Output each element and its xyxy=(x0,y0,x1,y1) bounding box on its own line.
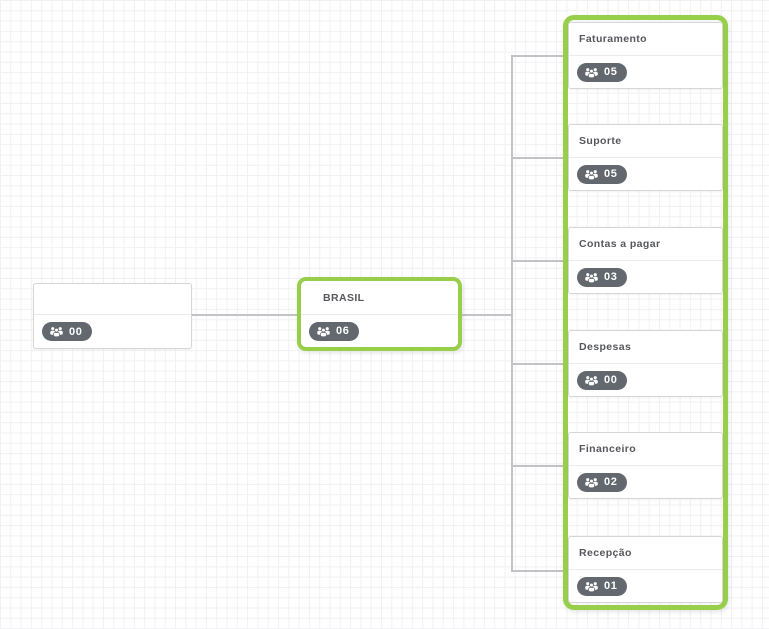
member-count: 05 xyxy=(604,168,618,180)
org-node-root[interactable]: 00 xyxy=(33,283,192,349)
users-icon xyxy=(584,477,599,488)
org-node-brasil[interactable]: BRASIL 06 xyxy=(301,281,458,347)
org-node-brasil-highlight[interactable]: BRASIL 06 xyxy=(297,277,462,351)
node-title: BRASIL xyxy=(301,281,458,315)
org-children-group-highlight[interactable]: Faturamento 05 Suporte 05 Contas a pagar xyxy=(563,15,728,610)
member-count: 05 xyxy=(604,66,618,78)
member-count-badge[interactable]: 03 xyxy=(577,267,628,287)
node-title xyxy=(34,284,191,315)
node-title: Contas a pagar xyxy=(569,228,722,261)
org-node-financeiro[interactable]: Financeiro 02 xyxy=(568,432,723,499)
users-icon xyxy=(584,169,599,180)
node-title: Despesas xyxy=(569,331,722,364)
node-title: Suporte xyxy=(569,125,722,158)
users-icon xyxy=(584,272,599,283)
connector-branch-3 xyxy=(511,260,563,262)
member-count-badge[interactable]: 06 xyxy=(309,321,360,341)
member-count-badge[interactable]: 00 xyxy=(42,322,93,341)
users-icon xyxy=(584,375,599,386)
connector-branch-5 xyxy=(511,465,563,467)
node-title: Financeiro xyxy=(569,433,722,466)
users-icon xyxy=(584,67,599,78)
member-count-badge[interactable]: 00 xyxy=(577,370,628,390)
node-title: Faturamento xyxy=(569,23,722,56)
connector-root-to-parent xyxy=(192,314,297,316)
org-node-recepcao[interactable]: Recepção 01 xyxy=(568,536,723,603)
org-node-faturamento[interactable]: Faturamento 05 xyxy=(568,22,723,89)
member-count: 00 xyxy=(604,374,618,386)
users-icon xyxy=(584,581,599,592)
users-icon xyxy=(316,326,331,337)
member-count-badge[interactable]: 05 xyxy=(577,62,628,82)
member-count-badge[interactable]: 01 xyxy=(577,576,628,596)
connector-parent-to-trunk xyxy=(462,314,512,316)
org-node-suporte[interactable]: Suporte 05 xyxy=(568,124,723,191)
member-count: 06 xyxy=(336,325,350,337)
member-count: 00 xyxy=(69,325,83,338)
node-title: Recepção xyxy=(569,537,722,570)
member-count-badge[interactable]: 02 xyxy=(577,472,628,492)
users-icon xyxy=(49,326,64,337)
connector-branch-6 xyxy=(511,570,563,572)
org-node-despesas[interactable]: Despesas 00 xyxy=(568,330,723,397)
connector-branch-2 xyxy=(511,157,563,159)
connector-branch-1 xyxy=(511,55,563,57)
connector-trunk xyxy=(511,56,513,572)
org-node-contas-a-pagar[interactable]: Contas a pagar 03 xyxy=(568,227,723,294)
member-count: 01 xyxy=(604,580,618,592)
member-count: 02 xyxy=(604,476,618,488)
member-count: 03 xyxy=(604,271,618,283)
member-count-badge[interactable]: 05 xyxy=(577,164,628,184)
connector-branch-4 xyxy=(511,363,563,365)
